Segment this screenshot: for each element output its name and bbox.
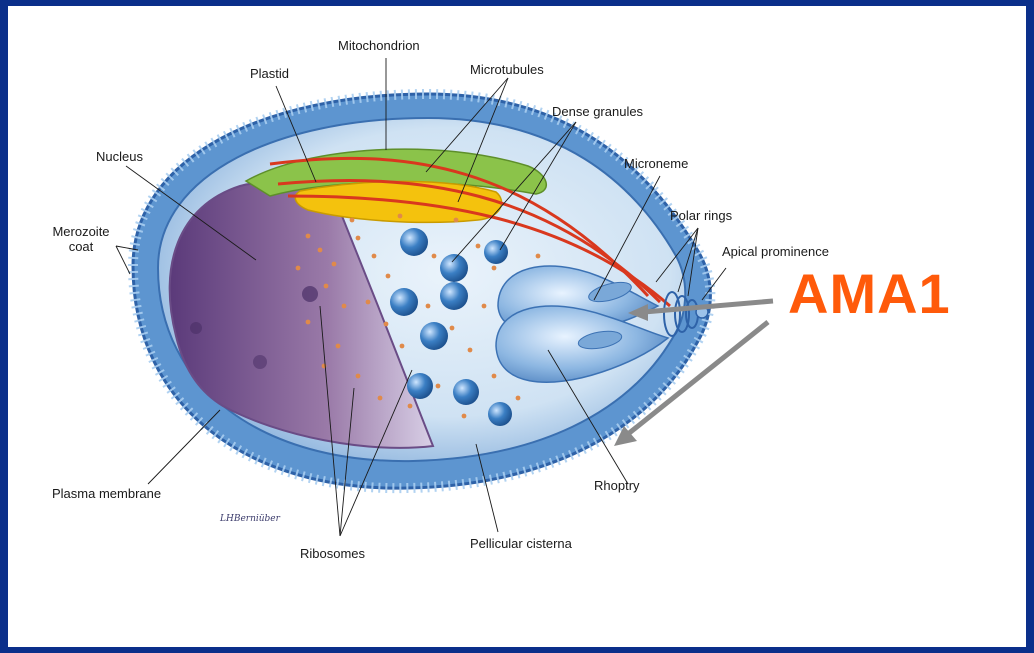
label-polar-rings: Polar rings: [670, 208, 732, 223]
label-merozoite-coat: Merozoite coat: [48, 224, 114, 254]
label-rhoptry: Rhoptry: [594, 478, 640, 493]
label-apical-prominence: Apical prominence: [722, 244, 829, 259]
label-microneme: Microneme: [624, 156, 688, 171]
label-plastid: Plastid: [250, 66, 289, 81]
label-microtubules: Microtubules: [470, 62, 544, 77]
label-nucleus: Nucleus: [96, 149, 143, 164]
artist-signature: LHBerniüber: [220, 514, 280, 524]
label-dense-granules: Dense granules: [552, 104, 643, 119]
label-pellicular-cisterna: Pellicular cisterna: [470, 536, 572, 551]
label-ribosomes: Ribosomes: [300, 546, 365, 561]
slide: Mitochondrion Plastid Microtubules Dense…: [8, 6, 1026, 647]
label-mitochondrion: Mitochondrion: [338, 38, 420, 53]
label-plasma-membrane: Plasma membrane: [52, 486, 161, 501]
ama1-callout: AMA1: [788, 264, 951, 324]
